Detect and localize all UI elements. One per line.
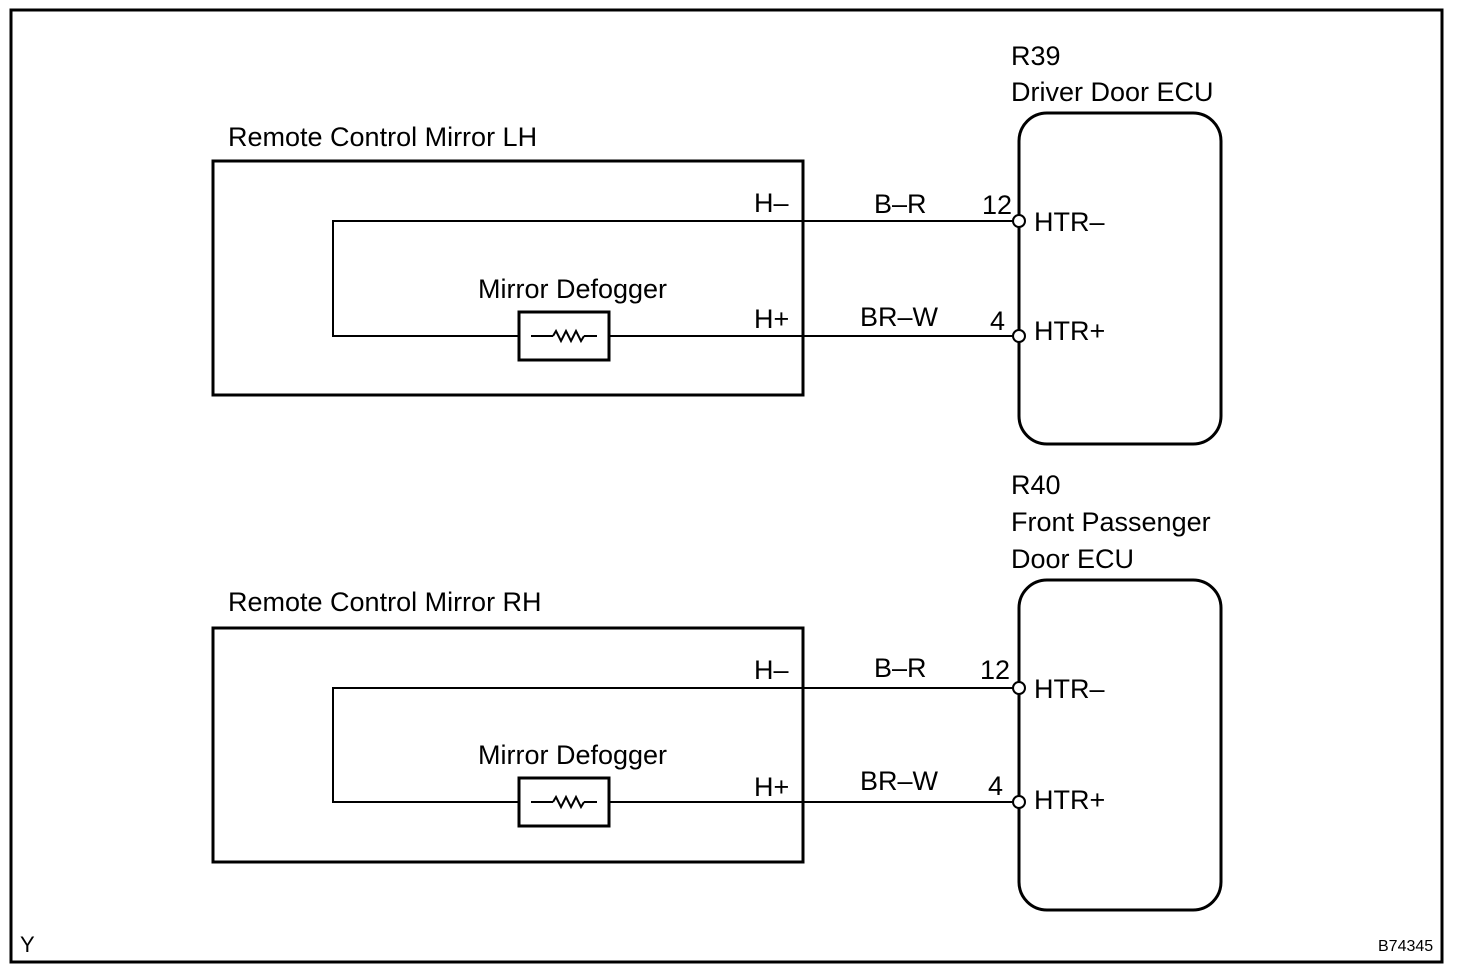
mirror-lh-title: Remote Control Mirror LH [228, 122, 537, 152]
ecu-r40-name-line1: Front Passenger [1011, 507, 1211, 537]
section-lh: Remote Control Mirror LH Mirror Defogger… [211, 41, 1223, 446]
diagram-frame [9, 8, 1444, 964]
ecu-r39-box [1017, 111, 1223, 446]
ecu-r40-code: R40 [1011, 470, 1061, 500]
mirror-rh-box [211, 626, 805, 864]
wire-lh-pos-color: BR–W [860, 302, 939, 332]
pin-r39-12 [1012, 214, 1026, 228]
pin-r40-12 [1012, 681, 1026, 695]
wire-lh-neg-color: B–R [874, 189, 927, 219]
ecu-r39-code: R39 [1011, 41, 1061, 71]
terminal-lh-neg: H– [754, 188, 789, 218]
resistor-icon [517, 776, 611, 828]
pin-r40-4-number: 4 [988, 771, 1003, 801]
terminal-rh-pos: H+ [754, 772, 789, 802]
pin-r39-12-name: HTR– [1034, 207, 1105, 237]
mirror-lh-box [211, 159, 805, 397]
section-rh: Remote Control Mirror RH Mirror Defogger… [211, 470, 1223, 912]
footer-left-mark: Y [20, 932, 35, 957]
pin-r39-4 [1012, 329, 1026, 343]
terminal-lh-pos: H+ [754, 304, 789, 334]
ecu-r40-name-line2: Door ECU [1011, 544, 1134, 574]
pin-r39-4-name: HTR+ [1034, 316, 1105, 346]
pin-r40-12-name: HTR– [1034, 674, 1105, 704]
ecu-r39-name: Driver Door ECU [1011, 77, 1214, 107]
wire-rh-neg-color: B–R [874, 653, 927, 683]
pin-r39-12-number: 12 [982, 190, 1012, 220]
wire-rh-pos-color: BR–W [860, 766, 939, 796]
ecu-r40-box [1017, 578, 1223, 912]
pin-r40-4 [1012, 795, 1026, 809]
figure-code: B74345 [1378, 938, 1433, 955]
mirror-lh-defogger-label: Mirror Defogger [478, 274, 667, 304]
pin-r39-4-number: 4 [990, 306, 1005, 336]
pin-r40-12-number: 12 [980, 655, 1010, 685]
mirror-rh-internal-wire [332, 687, 802, 803]
pin-r40-4-name: HTR+ [1034, 785, 1105, 815]
mirror-lh-internal-wire [332, 220, 802, 337]
resistor-icon [517, 310, 611, 362]
mirror-rh-defogger-label: Mirror Defogger [478, 740, 667, 770]
mirror-rh-title: Remote Control Mirror RH [228, 587, 542, 617]
terminal-rh-neg: H– [754, 655, 789, 685]
